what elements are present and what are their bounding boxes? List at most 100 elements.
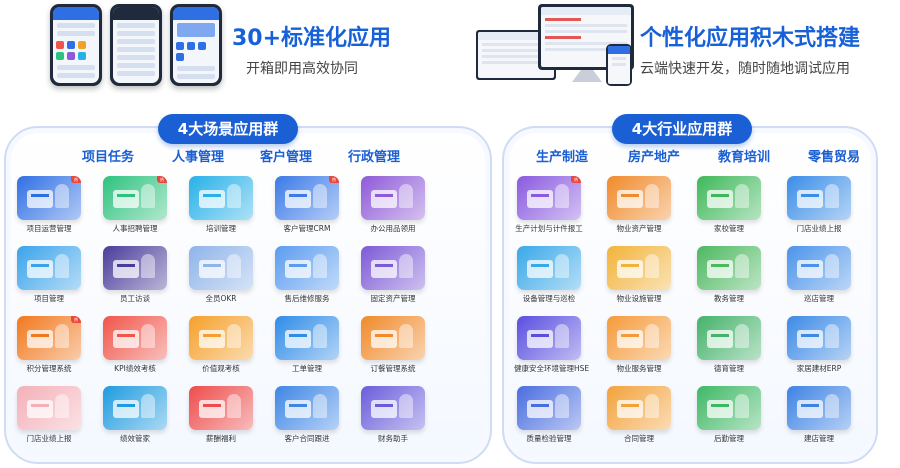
app-card[interactable]: 热生产计划与计件报工 bbox=[514, 176, 584, 240]
app-card-label: 工单管理 bbox=[292, 364, 322, 373]
app-illustration-icon bbox=[361, 386, 425, 430]
app-illustration-icon bbox=[697, 246, 761, 290]
app-illustration-icon bbox=[697, 176, 761, 220]
app-illustration-icon: 热 bbox=[103, 176, 167, 220]
category-left_panel-0[interactable]: 项目任务 bbox=[81, 150, 134, 165]
app-card-label: 质量检验管理 bbox=[526, 434, 572, 443]
app-card-label: 建店管理 bbox=[804, 434, 834, 443]
app-card[interactable]: KPI绩效考核 bbox=[100, 316, 170, 380]
app-card-label: 培训管理 bbox=[206, 224, 236, 233]
category-right_panel-1[interactable]: 房产地产 bbox=[627, 150, 680, 165]
app-card[interactable]: 健康安全环境管理HSE bbox=[514, 316, 589, 380]
app-card[interactable]: 全员OKR bbox=[186, 246, 256, 310]
app-card-label: 员工访谈 bbox=[120, 294, 150, 303]
app-card[interactable]: 热项目运营管理 bbox=[14, 176, 84, 240]
app-card[interactable]: 后勤管理 bbox=[694, 386, 764, 450]
app-illustration-icon bbox=[697, 316, 761, 360]
app-card-label: 薪酬福利 bbox=[206, 434, 236, 443]
app-card[interactable]: 物业设施管理 bbox=[604, 246, 674, 310]
app-card-label: 财务助手 bbox=[378, 434, 408, 443]
app-illustration-icon bbox=[103, 316, 167, 360]
app-illustration-icon bbox=[607, 386, 671, 430]
phone-mockup bbox=[170, 4, 222, 86]
app-card-label: 物业资产管理 bbox=[616, 224, 662, 233]
desktop-app-illustration bbox=[476, 4, 634, 86]
app-card[interactable]: 价值观考核 bbox=[186, 316, 256, 380]
app-card-label: 门店业绩上报 bbox=[26, 434, 72, 443]
app-card-label: 门店业绩上报 bbox=[796, 224, 842, 233]
app-card[interactable]: 合同管理 bbox=[604, 386, 674, 450]
phone-mockup bbox=[50, 4, 102, 86]
category-right_panel-3[interactable]: 零售贸易 bbox=[807, 150, 860, 165]
category-left_panel-2[interactable]: 客户管理 bbox=[259, 150, 312, 165]
app-card-label: 家居建材ERP bbox=[796, 364, 842, 373]
category-left_panel-3[interactable]: 行政管理 bbox=[347, 150, 400, 165]
app-card[interactable]: 建店管理 bbox=[784, 386, 854, 450]
app-card-label: 巡店管理 bbox=[804, 294, 834, 303]
app-illustration-icon: 热 bbox=[17, 316, 81, 360]
app-card[interactable]: 工单管理 bbox=[272, 316, 342, 380]
app-card-label: 德育管理 bbox=[714, 364, 744, 373]
right-banner-title: 个性化应用积木式搭建 bbox=[640, 26, 861, 51]
app-card[interactable]: 培训管理 bbox=[186, 176, 256, 240]
app-illustration-icon bbox=[787, 386, 851, 430]
app-card-label: 人事招聘管理 bbox=[112, 224, 158, 233]
app-illustration-icon bbox=[103, 246, 167, 290]
category-left_panel-1[interactable]: 人事管理 bbox=[171, 150, 224, 165]
app-card[interactable]: 热人事招聘管理 bbox=[100, 176, 170, 240]
mobile-app-illustration bbox=[50, 4, 225, 86]
category-right_panel-2[interactable]: 教育培训 bbox=[717, 150, 770, 165]
app-card-label: 合同管理 bbox=[624, 434, 654, 443]
app-card[interactable]: 巡店管理 bbox=[784, 246, 854, 310]
scenario-panel-title: 4大场景应用群 bbox=[158, 114, 298, 144]
app-card[interactable]: 家校管理 bbox=[694, 176, 764, 240]
app-card[interactable]: 售后维修服务 bbox=[272, 246, 342, 310]
app-illustration-icon bbox=[275, 316, 339, 360]
app-card[interactable]: 门店业绩上报 bbox=[784, 176, 854, 240]
app-card[interactable]: 客户合同跟进 bbox=[272, 386, 342, 450]
app-card-label: 办公用品领用 bbox=[370, 224, 416, 233]
app-illustration-icon bbox=[103, 386, 167, 430]
app-card-label: 订餐管理系统 bbox=[370, 364, 416, 373]
app-illustration-icon bbox=[189, 246, 253, 290]
app-card-label: 物业设施管理 bbox=[616, 294, 662, 303]
app-illustration-icon bbox=[787, 316, 851, 360]
app-card[interactable]: 订餐管理系统 bbox=[358, 316, 428, 380]
app-illustration-icon bbox=[275, 246, 339, 290]
hot-badge: 热 bbox=[571, 176, 581, 183]
monitor-stand bbox=[572, 70, 602, 82]
app-card[interactable]: 绩效管家 bbox=[100, 386, 170, 450]
app-card-label: 教务管理 bbox=[714, 294, 744, 303]
category-right_panel-0[interactable]: 生产制造 bbox=[535, 150, 588, 165]
app-card-label: KPI绩效考核 bbox=[114, 364, 156, 373]
app-card[interactable]: 门店业绩上报 bbox=[14, 386, 84, 450]
app-card[interactable]: 热积分管理系统 bbox=[14, 316, 84, 380]
app-card[interactable]: 质量检验管理 bbox=[514, 386, 584, 450]
hot-badge: 热 bbox=[329, 176, 339, 183]
hot-badge: 热 bbox=[71, 176, 81, 183]
app-illustration-icon bbox=[275, 386, 339, 430]
app-card[interactable]: 项目管理 bbox=[14, 246, 84, 310]
app-card[interactable]: 热客户管理CRM bbox=[272, 176, 342, 240]
app-illustration-icon bbox=[787, 176, 851, 220]
app-card[interactable]: 德育管理 bbox=[694, 316, 764, 380]
app-card-label: 项目运营管理 bbox=[26, 224, 72, 233]
app-illustration-icon bbox=[189, 386, 253, 430]
app-card[interactable]: 物业服务管理 bbox=[604, 316, 674, 380]
app-card-label: 设备管理与巡检 bbox=[522, 294, 576, 303]
app-illustration-icon bbox=[361, 316, 425, 360]
app-card[interactable]: 员工访谈 bbox=[100, 246, 170, 310]
app-card[interactable]: 物业资产管理 bbox=[604, 176, 674, 240]
app-card[interactable]: 办公用品领用 bbox=[358, 176, 428, 240]
app-card[interactable]: 财务助手 bbox=[358, 386, 428, 450]
app-card-label: 价值观考核 bbox=[202, 364, 240, 373]
app-card-label: 生产计划与计件报工 bbox=[515, 224, 583, 233]
app-card-label: 家校管理 bbox=[714, 224, 744, 233]
app-card-label: 客户管理CRM bbox=[283, 224, 331, 233]
app-card[interactable]: 薪酬福利 bbox=[186, 386, 256, 450]
app-card[interactable]: 固定资产管理 bbox=[358, 246, 428, 310]
app-illustration-icon bbox=[361, 246, 425, 290]
app-card[interactable]: 教务管理 bbox=[694, 246, 764, 310]
app-card[interactable]: 家居建材ERP bbox=[784, 316, 854, 380]
app-card[interactable]: 设备管理与巡检 bbox=[514, 246, 584, 310]
